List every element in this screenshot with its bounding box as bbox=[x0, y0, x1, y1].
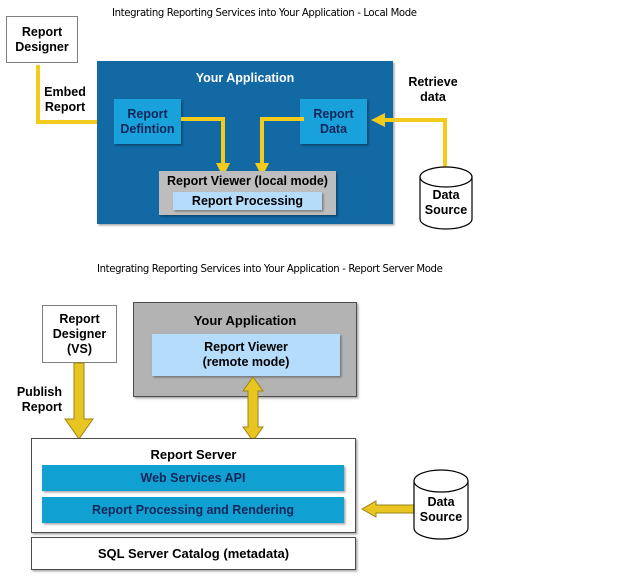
cylinder-shape-icon bbox=[419, 166, 473, 230]
report-viewer-remote-box: Report Viewer (remote mode) bbox=[152, 334, 340, 376]
retrieve-data-arrow bbox=[371, 113, 447, 175]
report-designer-label-line1: Report bbox=[21, 24, 63, 39]
embed-report-label-line1: Embed bbox=[44, 85, 86, 99]
sql-server-catalog-label: SQL Server Catalog (metadata) bbox=[97, 546, 290, 561]
sql-server-catalog-box: SQL Server Catalog (metadata) bbox=[31, 537, 356, 570]
report-designer-vs-label-line3: (VS) bbox=[67, 341, 92, 356]
report-viewer-remote-line1: Report Viewer bbox=[204, 340, 288, 354]
cylinder-shape-icon bbox=[413, 469, 469, 540]
data-source-label-server-line1: Data bbox=[427, 495, 455, 509]
your-application-title-local: Your Application bbox=[195, 71, 295, 85]
report-designer-vs-box: Report Designer (VS) bbox=[42, 305, 117, 363]
definition-to-viewer-arrow bbox=[181, 117, 230, 177]
data-source-label-server-line2: Source bbox=[419, 510, 463, 524]
report-data-label-line2: Data bbox=[319, 121, 348, 136]
embed-report-label-line2: Report bbox=[44, 100, 86, 114]
retrieve-data-label-line2: data bbox=[420, 90, 446, 104]
data-source-label-local-line1: Data bbox=[432, 188, 460, 202]
data-source-cylinder-server: Data Source bbox=[412, 469, 470, 541]
retrieve-data-label: Retrieve data bbox=[398, 75, 468, 105]
your-application-title-server: Your Application bbox=[193, 313, 297, 328]
report-designer-box: Report Designer bbox=[6, 16, 78, 63]
report-server-title: Report Server bbox=[150, 447, 237, 462]
publish-report-label-line2: Report bbox=[21, 400, 62, 414]
data-source-label-local: Data Source bbox=[418, 188, 474, 218]
data-source-label-local-line2: Source bbox=[424, 203, 468, 217]
data-source-cylinder-local: Data Source bbox=[418, 166, 474, 230]
report-processing-rendering-bar: Report Processing and Rendering bbox=[42, 497, 344, 523]
publish-report-arrow bbox=[64, 362, 94, 440]
embed-report-label: Embed Report bbox=[30, 85, 100, 115]
web-services-api-bar: Web Services API bbox=[42, 465, 344, 491]
server-data-source-arrow bbox=[360, 500, 415, 518]
report-definition-label-line2: Defintion bbox=[120, 121, 175, 136]
report-server-mode-title: Integrating Reporting Services into Your… bbox=[97, 262, 443, 275]
viewer-server-bidirectional-arrow bbox=[242, 376, 264, 442]
report-designer-label-line2: Designer bbox=[15, 39, 69, 54]
report-data-box: Report Data bbox=[300, 99, 367, 144]
report-definition-label-line1: Report bbox=[127, 106, 168, 121]
report-data-label-line1: Report bbox=[313, 106, 354, 121]
publish-report-label: Publish Report bbox=[2, 385, 62, 415]
report-designer-vs-label-line2: Designer bbox=[52, 326, 107, 341]
local-mode-title: Integrating Reporting Services into Your… bbox=[112, 6, 417, 19]
publish-report-label-line1: Publish bbox=[16, 385, 62, 399]
report-viewer-local-title: Report Viewer (local mode) bbox=[167, 174, 328, 188]
data-source-label-server: Data Source bbox=[412, 495, 470, 525]
data-to-viewer-arrow bbox=[255, 117, 304, 177]
report-viewer-remote-line2: (remote mode) bbox=[202, 355, 290, 369]
report-definition-box: Report Defintion bbox=[114, 99, 181, 144]
report-designer-vs-label-line1: Report bbox=[59, 311, 100, 326]
retrieve-data-label-line1: Retrieve bbox=[408, 75, 458, 89]
report-processing-bar: Report Processing bbox=[173, 192, 322, 210]
